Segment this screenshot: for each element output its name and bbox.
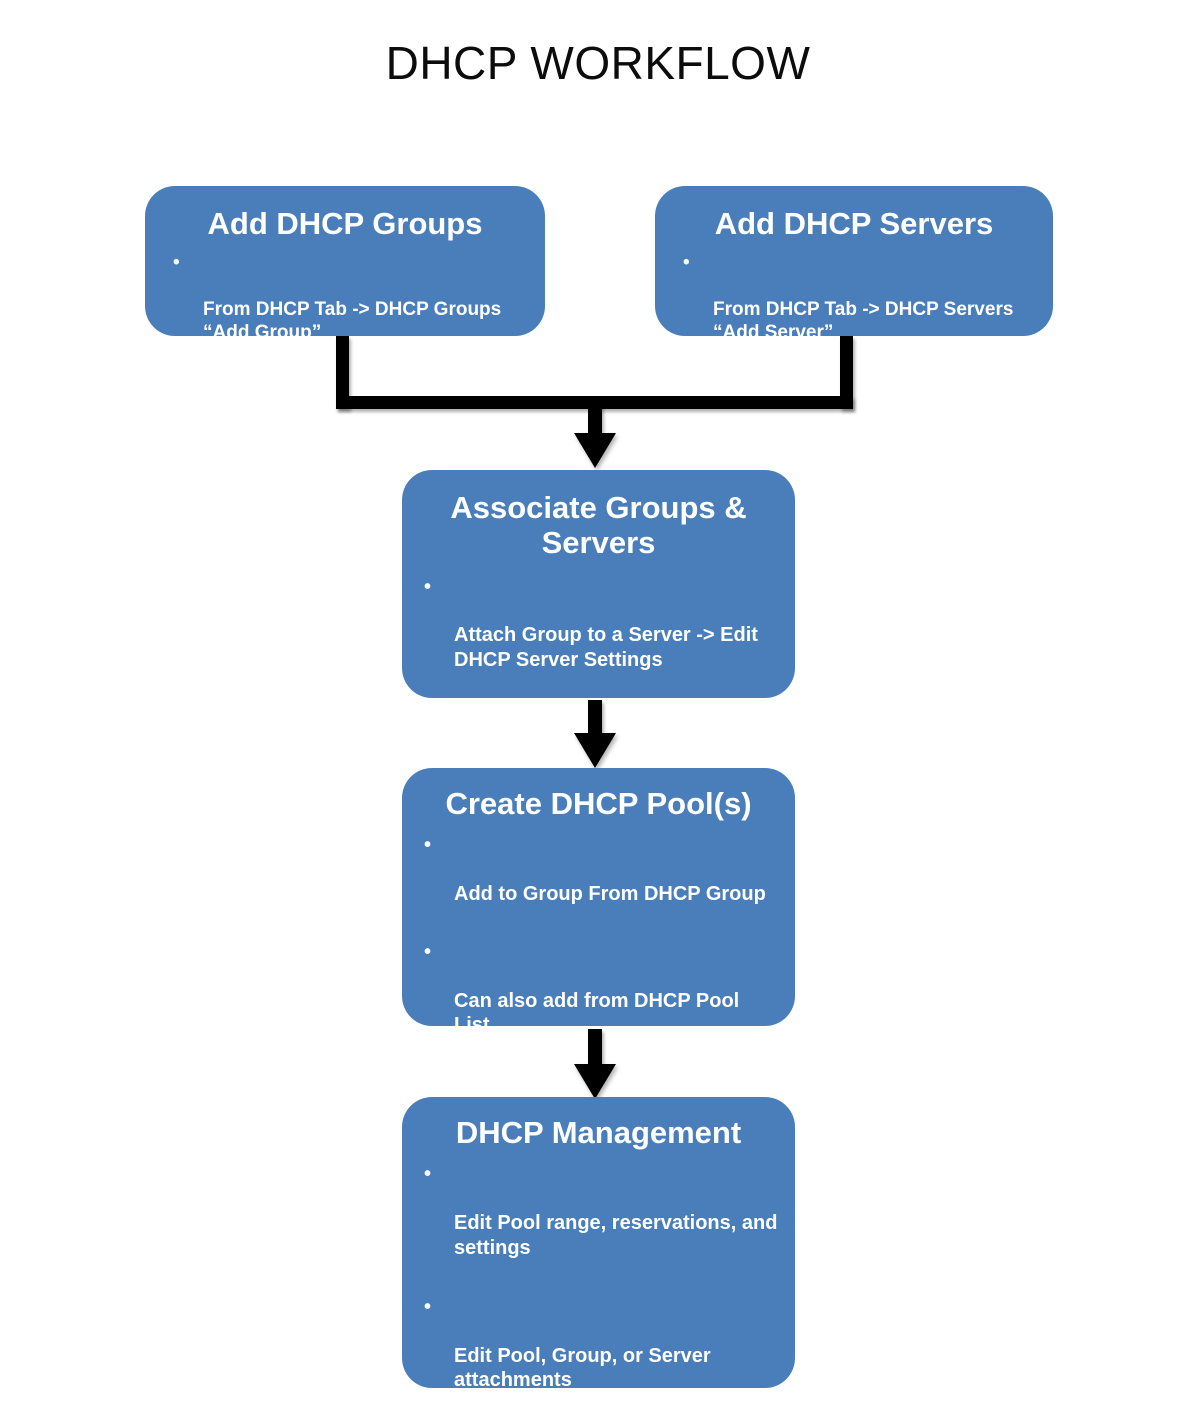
bullet-icon: • — [424, 709, 432, 732]
bullet-text: Attach Group to a Server -> Edit DHCP Se… — [454, 624, 758, 671]
bullet-icon: • — [424, 575, 432, 598]
list-item: • Can also add from DHCP Pool List — [424, 940, 779, 1062]
connector-line-from-add-groups — [336, 336, 349, 409]
arrow-head-to-dhcp-management — [574, 1064, 616, 1099]
arrow-stem-to-dhcp-management — [588, 1029, 602, 1066]
node-create-dhcp-pools[interactable]: Create DHCP Pool(s) • Add to Group From … — [402, 768, 795, 1298]
node-title-dhcp-management: DHCP Management — [455, 1115, 742, 1150]
node-title-add-dhcp-servers: Add DHCP Servers — [714, 206, 994, 241]
bullet-icon: • — [424, 834, 432, 857]
page-title: DHCP WORKFLOW — [385, 37, 811, 89]
node-dhcp-management[interactable]: DHCP Management • Edit Pool range, reser… — [402, 1097, 795, 1391]
list-item: • Edit Pool, Group, or Server attachment… — [424, 1295, 779, 1417]
node-add-dhcp-groups[interactable]: Add DHCP Groups • From DHCP Tab -> DHCP … — [145, 186, 545, 343]
connector-line-from-add-servers — [840, 336, 853, 409]
list-item: • Attach Group to a Server -> Edit DHCP … — [424, 575, 777, 697]
list-item: • From DHCP Tab -> DHCP Groups “Add Grou… — [173, 251, 527, 367]
list-item: • Edit Pool range, reservations, and set… — [424, 1162, 779, 1284]
bullet-text: Edit Pool range, reservations, and setti… — [454, 1212, 778, 1259]
node-title-create-dhcp-pools: Create DHCP Pool(s) — [445, 786, 752, 821]
arrow-head-to-create-pools — [574, 733, 616, 768]
node-title-add-dhcp-groups: Add DHCP Groups — [207, 206, 483, 241]
node-title-associate-groups-servers: Associate Groups & Servers — [450, 490, 747, 561]
bullet-text: Add to Group From DHCP Group — [454, 883, 766, 906]
list-item: • From DHCP Tab -> DHCP Servers “Add Ser… — [683, 251, 1035, 367]
list-item: • Add to Group From DHCP Group — [424, 833, 779, 931]
bullet-icon: • — [683, 252, 690, 274]
bullet-icon: • — [424, 1163, 432, 1186]
bullet-text: From DHCP Tab -> DHCP Groups “Add Group” — [203, 298, 502, 343]
arrow-head-to-associate — [574, 433, 616, 468]
bullet-icon: • — [424, 940, 432, 963]
bullet-icon: • — [424, 1296, 432, 1319]
node-bullets-add-dhcp-groups: • From DHCP Tab -> DHCP Groups “Add Grou… — [173, 251, 527, 367]
bullet-icon: • — [173, 252, 180, 274]
arrow-stem-to-associate — [588, 396, 602, 435]
bullet-text: From DHCP Tab -> DHCP Servers “Add Serve… — [713, 298, 1014, 343]
bullet-icon: • — [424, 1071, 432, 1094]
arrow-stem-to-create-pools — [588, 700, 602, 735]
bullet-text: Can also add from DHCP Pool List — [454, 989, 740, 1037]
node-bullets-dhcp-management: • Edit Pool range, reservations, and set… — [424, 1162, 779, 1418]
node-associate-groups-servers[interactable]: Associate Groups & Servers • Attach Grou… — [402, 470, 795, 829]
node-bullets-add-dhcp-servers: • From DHCP Tab -> DHCP Servers “Add Ser… — [683, 251, 1035, 367]
bullet-text: Edit Pool, Group, or Server attachments — [454, 1345, 711, 1392]
node-add-dhcp-servers[interactable]: Add DHCP Servers • From DHCP Tab -> DHCP… — [655, 186, 1053, 343]
